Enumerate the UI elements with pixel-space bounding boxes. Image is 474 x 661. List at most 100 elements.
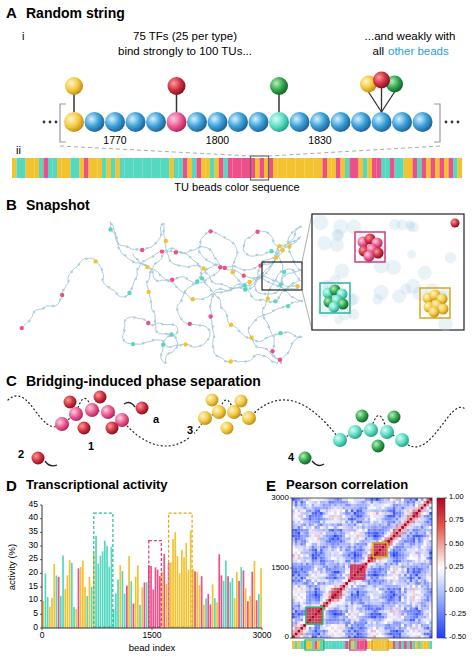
heatmap-cell <box>298 607 301 610</box>
heatmap-cell <box>342 618 345 621</box>
polymer-bead <box>288 241 290 243</box>
heatmap-cell <box>410 574 413 577</box>
color-stripe <box>183 158 188 178</box>
heatmap-cell <box>300 599 303 602</box>
heatmap-cell <box>401 627 404 630</box>
heatmap-cell <box>340 613 343 616</box>
heatmap-cell <box>328 590 331 593</box>
heatmap-cell <box>384 613 387 616</box>
heatmap-cell <box>396 607 399 610</box>
heatmap-cell <box>362 602 365 605</box>
heatmap-cell <box>320 565 323 568</box>
heatmap-cell <box>300 590 303 593</box>
activity-bar <box>73 607 75 628</box>
heatmap-cell <box>396 576 399 579</box>
heatmap-cell <box>331 585 334 588</box>
heatmap-cell <box>312 596 315 599</box>
heatmap-cell <box>384 576 387 579</box>
heatmap-cell <box>345 604 348 607</box>
heatmap-cell <box>424 579 427 582</box>
heatmap-cell <box>348 590 351 593</box>
heatmap-cell <box>424 574 427 577</box>
heatmap-cell <box>398 621 401 624</box>
heatmap-cell <box>384 590 387 593</box>
heatmap-cell <box>398 624 401 627</box>
heatmap-cell <box>370 579 373 582</box>
polymer-bead <box>262 263 264 265</box>
heatmap-cell <box>379 565 382 568</box>
heatmap-cell <box>412 582 415 585</box>
tu-dot <box>282 270 286 274</box>
tu-dot <box>249 335 253 339</box>
heatmap-cell <box>340 627 343 630</box>
heatmap-cell <box>340 621 343 624</box>
activity-bar <box>258 594 260 628</box>
heatmap-cell <box>292 590 295 593</box>
color-stripe <box>138 158 143 178</box>
heatmap-cell <box>334 574 337 577</box>
polymer-bead <box>293 240 295 242</box>
heatmap-cell <box>376 590 379 593</box>
color-stripe <box>440 158 445 178</box>
heatmap-cell <box>342 599 345 602</box>
tu-bead <box>413 112 433 132</box>
heatmap-cell <box>407 621 410 624</box>
color-stripe <box>206 158 211 178</box>
heatmap-cell <box>415 576 418 579</box>
heatmap-cell <box>300 610 303 613</box>
heatmap-cell <box>418 582 421 585</box>
heatmap-cell <box>292 624 295 627</box>
blurred-bead <box>334 316 343 325</box>
heatmap-cell <box>320 627 323 630</box>
activity-bar <box>91 587 93 628</box>
heatmap-cell <box>351 596 354 599</box>
heatmap-cell <box>401 582 404 585</box>
heatmap-cell <box>390 602 393 605</box>
polymer-bead <box>236 251 238 253</box>
activity-bar <box>221 575 223 628</box>
heatmap-cell <box>300 624 303 627</box>
heatmap-cell <box>345 588 348 591</box>
heatmap-cell <box>359 582 362 585</box>
heatmap-cell <box>390 596 393 599</box>
heatmap-cell <box>306 630 309 633</box>
heatmap-cell <box>401 579 404 582</box>
heatmap-cell <box>356 588 359 591</box>
heatmap-cell <box>326 582 329 585</box>
heatmap-cell <box>365 610 368 613</box>
heatmap-cell <box>292 593 295 596</box>
polymer-bead <box>243 269 245 271</box>
heatmap-cell <box>418 565 421 568</box>
tf-sphere <box>106 422 119 435</box>
color-stripe <box>404 158 409 178</box>
heatmap-cell <box>396 579 399 582</box>
heatmap-cell <box>295 574 298 577</box>
polymer-bead <box>142 263 144 265</box>
heatmap-cell <box>421 588 424 591</box>
heatmap-cell <box>412 632 415 635</box>
heatmap-cell <box>412 579 415 582</box>
heatmap-cell <box>317 602 320 605</box>
heatmap-cell <box>404 571 407 574</box>
heatmap-cell <box>295 632 298 635</box>
heatmap-cell <box>345 618 348 621</box>
heatmap-cell <box>421 590 424 593</box>
polymer-bead <box>299 336 301 338</box>
heatmap-cell <box>376 621 379 624</box>
heatmap-cell <box>379 602 382 605</box>
heatmap-cell <box>309 593 312 596</box>
cluster-sphere <box>329 302 340 313</box>
heatmap-cell <box>382 627 385 630</box>
highlight-box <box>94 513 113 627</box>
heatmap-cell <box>370 610 373 613</box>
heatmap-cell <box>351 602 354 605</box>
heatmap-cell <box>356 613 359 616</box>
heatmap-cell <box>314 565 317 568</box>
polymer-bead <box>239 286 241 288</box>
heatmap-cell <box>410 576 413 579</box>
heatmap-cell <box>376 582 379 585</box>
heatmap-cell <box>387 624 390 627</box>
heatmap-cell <box>328 613 331 616</box>
heatmap-cell <box>351 618 354 621</box>
heatmap-cell <box>382 565 385 568</box>
